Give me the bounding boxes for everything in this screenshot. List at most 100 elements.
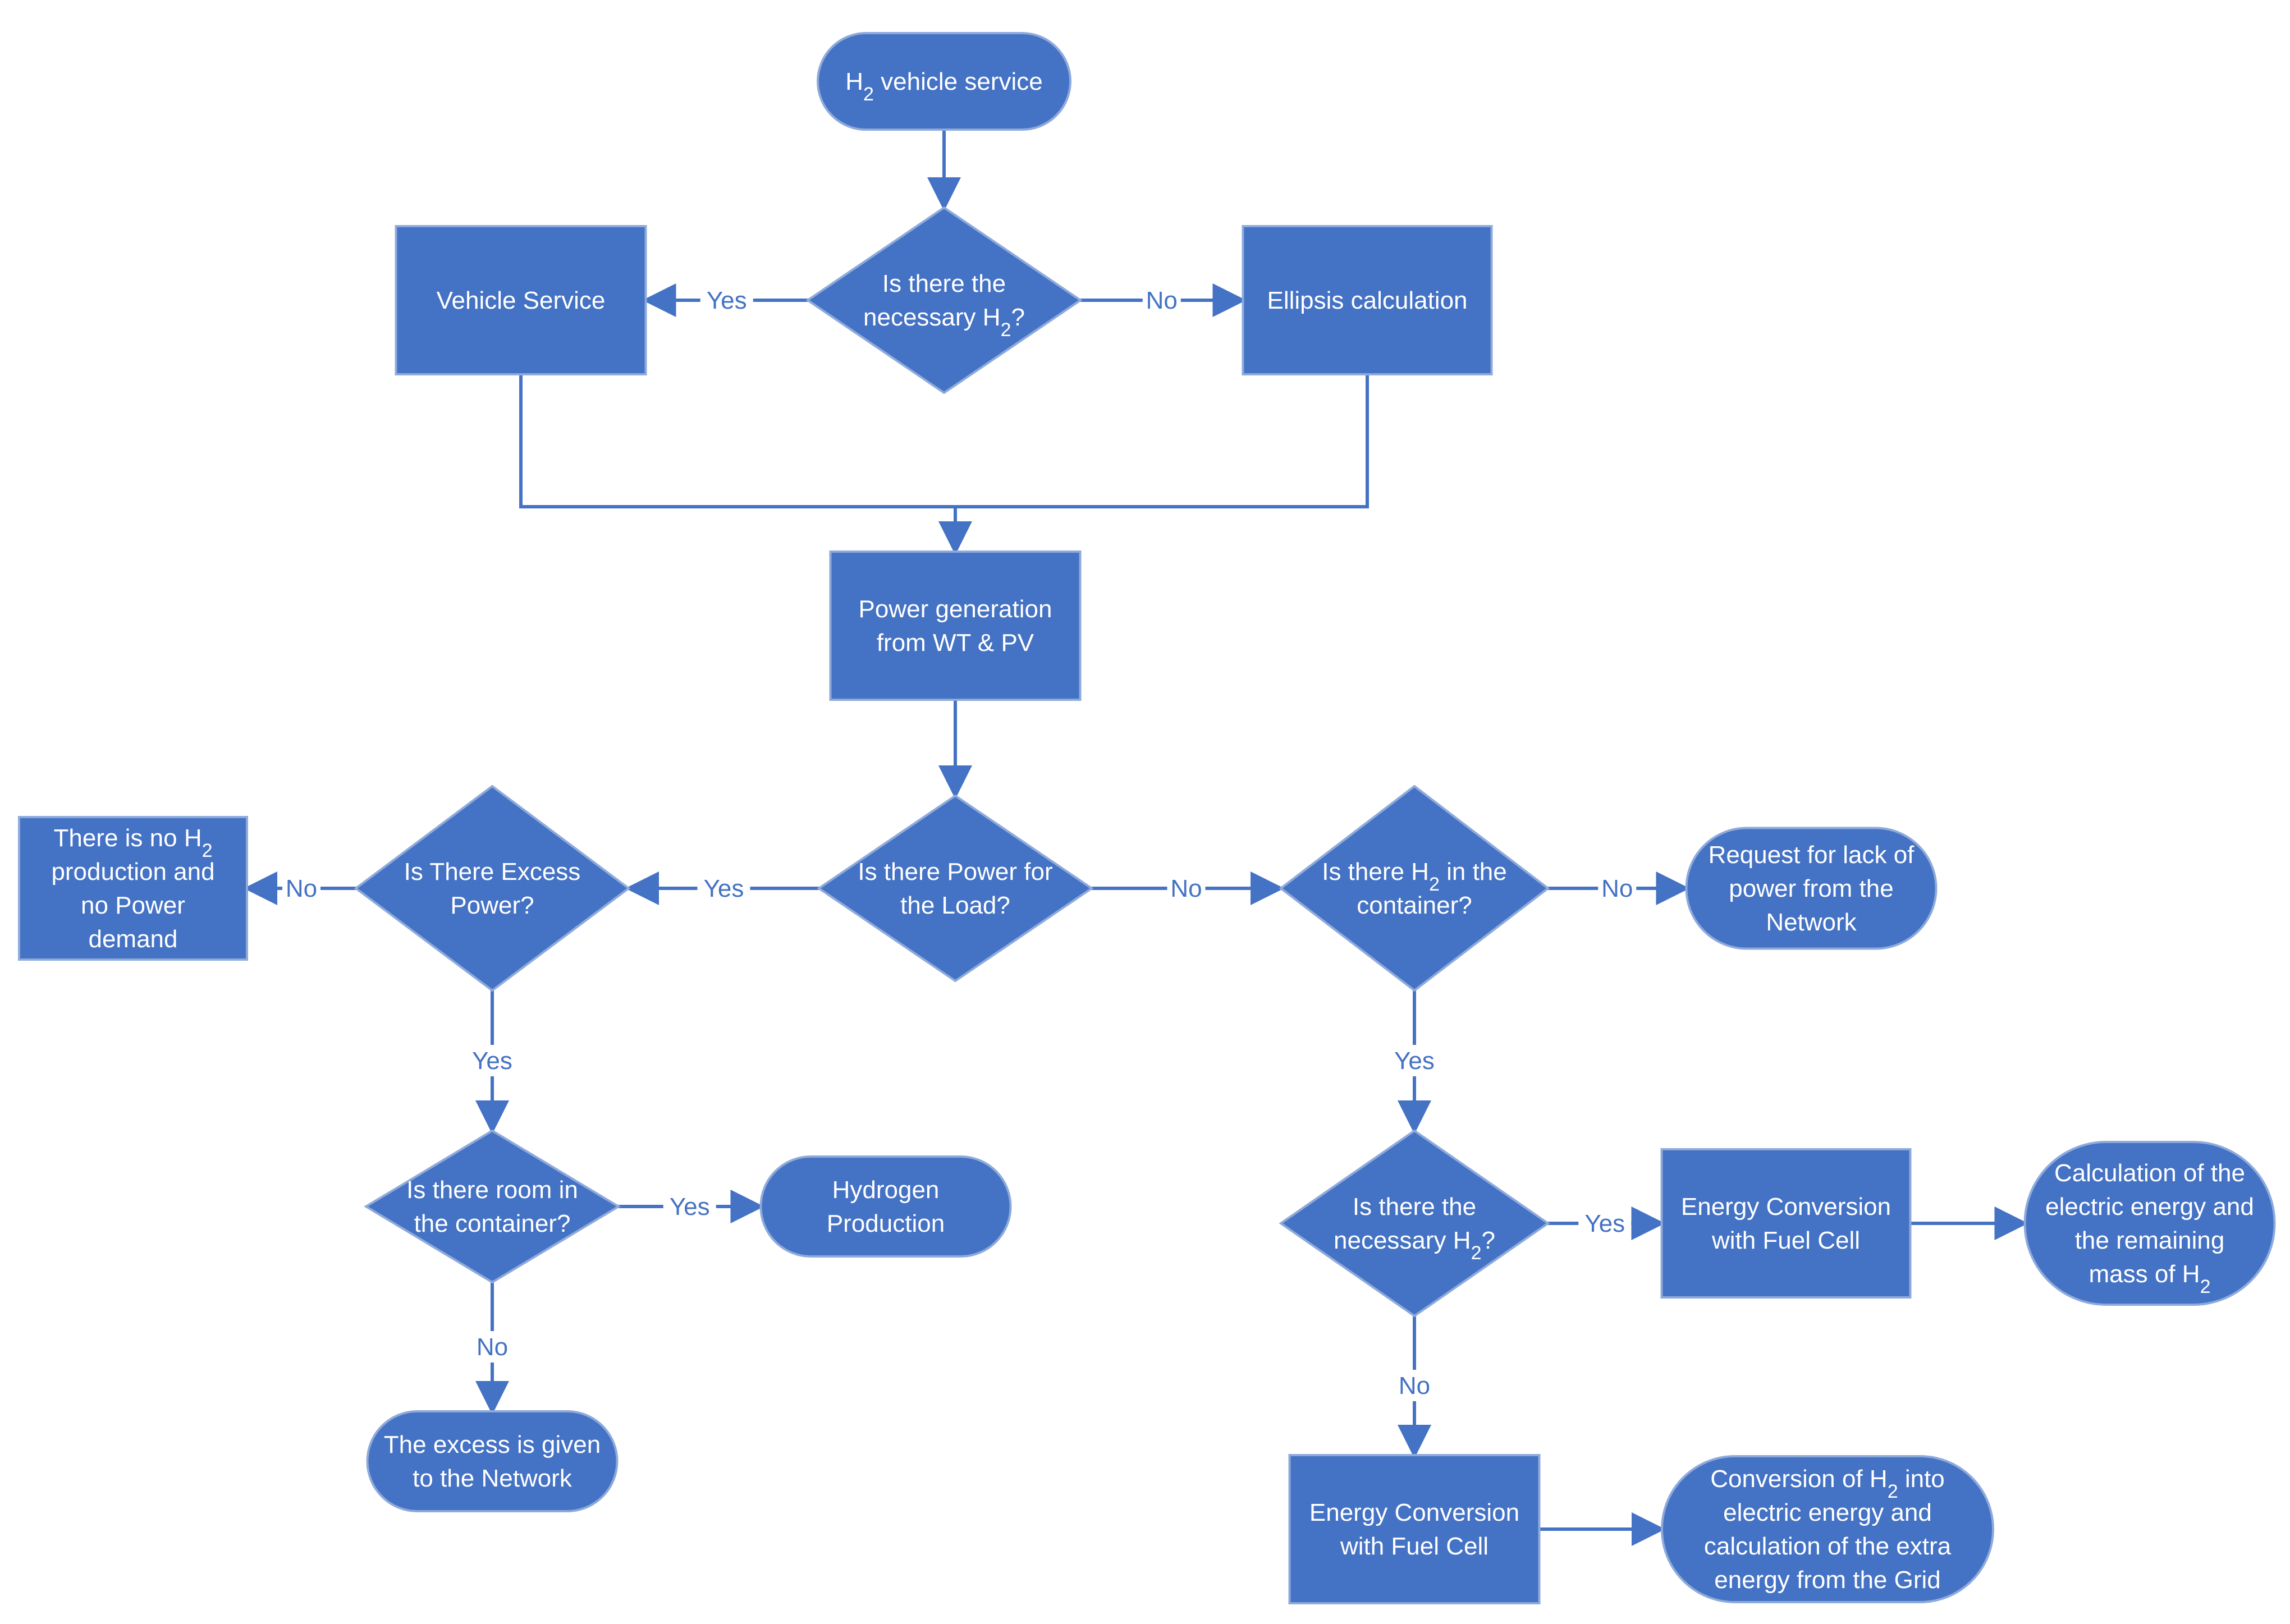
edge-label-text: No [1170, 875, 1202, 902]
node-text-line: Hydrogen [832, 1176, 940, 1204]
node-excess_network: The excess is given to the Network [366, 1410, 619, 1512]
node-calc_energy: Calculation of the electric energy and the… [2023, 1141, 2276, 1306]
node-vehicle_service: Vehicle Service [395, 225, 647, 375]
edge-label-text: No [1399, 1372, 1430, 1400]
terminal-pill [759, 1155, 1012, 1258]
decision-diamond [1279, 1129, 1550, 1318]
node-fc_conv2: Energy Conversion with Fuel Cell [1288, 1454, 1541, 1604]
edge-label-d_excess-to-d_room: Yes [466, 1045, 519, 1076]
node-text-line: the Load? [900, 892, 1010, 919]
edge-label-text: Yes [1584, 1210, 1625, 1237]
node-text-line: Request for lack of [1709, 841, 1915, 869]
node-text-line: power from the [1729, 875, 1893, 902]
edge-label-d_h2_container-to-request_power: No [1598, 873, 1637, 904]
edge-label-d_h2_service-to-vehicle_service: Yes [700, 285, 753, 316]
edge-label-d_power_load-to-d_excess: Yes [697, 873, 750, 904]
terminal-pill [366, 1410, 619, 1512]
node-text-line: There is no H2 [53, 824, 212, 861]
edge-label-d_room-to-excess_network: No [473, 1331, 511, 1362]
node-text-line: Is there the [1353, 1193, 1476, 1221]
node-text-line: H2 vehicle service [845, 68, 1042, 105]
decision-diamond [817, 794, 1094, 983]
node-text-line: necessary H2? [1334, 1227, 1495, 1264]
edge-label-d_power_load-to-d_h2_container: No [1167, 873, 1206, 904]
node-text-line: Power generation [859, 595, 1052, 623]
node-text-line: Production [827, 1210, 945, 1237]
terminal-pill [1661, 1455, 1994, 1603]
node-text-line: Vehicle Service [437, 287, 606, 314]
connector-ellipsis-to-power_gen [938, 374, 1369, 555]
decision-diamond [354, 785, 631, 992]
process-box [1242, 225, 1493, 375]
node-start: H2 vehicle service [817, 32, 1071, 131]
node-power_gen: Power generation from WT & PV [829, 550, 1082, 701]
node-text-line: calculation of the extra [1704, 1533, 1952, 1560]
decision-diamond [1279, 785, 1550, 992]
edge-label-d_h2_necessary2-to-fc_conv2: No [1395, 1370, 1433, 1401]
edge-label-text: Yes [707, 287, 747, 314]
node-text-line: Ellipsis calculation [1267, 287, 1467, 314]
edge-label-d_excess-to-no_h2_prod: No [282, 873, 320, 904]
edge-label-d_room-to-h2_production: Yes [663, 1191, 716, 1222]
node-text-line: The excess is given [384, 1431, 601, 1458]
node-d_room: Is there room in the container? [364, 1129, 621, 1284]
node-text-line: no Power [81, 892, 185, 919]
node-text-line: from WT & PV [877, 629, 1034, 657]
node-text-line: to the Network [413, 1465, 572, 1492]
edge-label-text: Yes [670, 1193, 710, 1221]
edge-label-text: No [477, 1333, 508, 1361]
edge-label-text: Yes [472, 1047, 512, 1075]
node-text-line: Is there H2 in the [1322, 858, 1507, 895]
node-text-line: Power? [450, 892, 534, 919]
edge-label-text: No [1146, 287, 1178, 314]
terminal-pill [2023, 1141, 2276, 1306]
edge-label-text: No [1601, 875, 1633, 902]
node-text-line: mass of H2 [2089, 1260, 2211, 1297]
node-text-line: Network [1766, 909, 1857, 936]
node-text-line: energy from the Grid [1714, 1566, 1941, 1594]
node-d_h2_necessary2: Is there the necessary H2? [1279, 1129, 1550, 1318]
connector-vehicle_service-to-power_gen [519, 374, 955, 508]
node-d_power_load: Is there Power for the Load? [817, 794, 1094, 983]
node-text-line: Is there room in [406, 1176, 578, 1204]
nodes: H2 vehicle service Is there the necessary … [18, 32, 2276, 1604]
process-box [829, 550, 1082, 701]
node-text-line: Conversion of H2 into [1710, 1465, 1945, 1502]
node-text-line: necessary H2? [863, 304, 1025, 341]
node-text-line: the container? [414, 1210, 571, 1237]
node-text-line: production and [51, 858, 214, 886]
node-text-line: with Fuel Cell [1711, 1227, 1860, 1254]
decision-diamond [364, 1129, 621, 1284]
edge-label-text: Yes [704, 875, 744, 902]
node-ellipsis: Ellipsis calculation [1242, 225, 1493, 375]
edge-label-d_h2_service-to-ellipsis: No [1142, 285, 1181, 316]
node-text-line: Calculation of the [2054, 1159, 2245, 1187]
node-text-line: container? [1357, 892, 1472, 919]
node-text-line: Is there Power for [858, 858, 1052, 886]
node-text-line: the remaining [2075, 1227, 2225, 1254]
terminal-pill [817, 32, 1071, 131]
node-text-line: electric energy and [1723, 1499, 1932, 1526]
process-box [1288, 1454, 1541, 1604]
process-box [1660, 1148, 1912, 1299]
node-text-line: Energy Conversion [1309, 1499, 1519, 1526]
edge-label-d_h2_container-to-d_h2_necessary2: Yes [1388, 1045, 1441, 1076]
node-text-line: with Fuel Cell [1340, 1533, 1488, 1560]
node-text-line: electric energy and [2045, 1193, 2254, 1221]
edge-label-text: Yes [1394, 1047, 1435, 1075]
decision-diamond [805, 206, 1083, 394]
edge-label-text: No [286, 875, 317, 902]
node-text-line: Is there the [882, 270, 1006, 297]
terminal-pill [1685, 827, 1938, 950]
node-text-line: Energy Conversion [1681, 1193, 1891, 1221]
edge-label-d_h2_necessary2-to-fc_conv1: Yes [1578, 1208, 1632, 1239]
process-box [395, 225, 647, 375]
